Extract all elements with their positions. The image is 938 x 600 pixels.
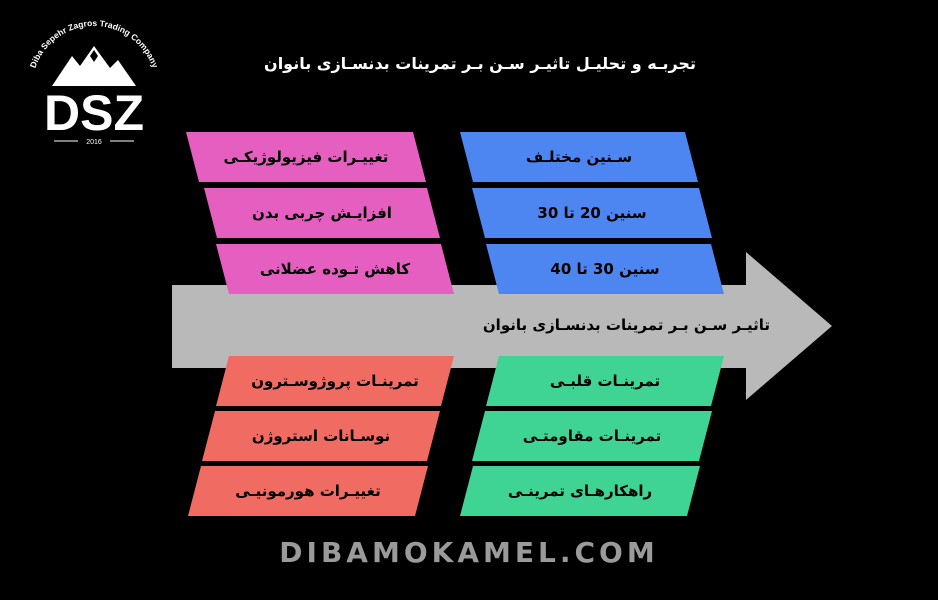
dsz-logo: Diba Sepehr Zagros Trading Company DSZ 2… bbox=[14, 18, 174, 148]
cause-box-resistance: تمرینـات مقاومتـی bbox=[472, 411, 712, 461]
cause-label: سنین 30 تا 40 bbox=[550, 260, 660, 278]
spine-label: تاثیـر سـن بـر تمرینات بدنسـازی بانوان bbox=[482, 316, 770, 334]
cause-box-cardio: تمرینـات قلبـی bbox=[486, 356, 724, 406]
cause-box-strategies: راهکارهـای تمرینـی bbox=[460, 466, 700, 516]
cause-label: کاهش تـوده عضلانی bbox=[259, 260, 411, 278]
cause-box-progesterone: تمرینـات پروژوسـترون bbox=[216, 356, 454, 406]
logo-year: 2016 bbox=[86, 139, 102, 146]
cause-box-age-30-40: سنین 30 تا 40 bbox=[486, 244, 724, 294]
cause-box-ages: سـنین مختلـف bbox=[460, 132, 698, 182]
cause-label: راهکارهـای تمرینـی bbox=[507, 482, 653, 500]
cause-label: تمرینـات پروژوسـترون bbox=[251, 372, 419, 390]
cause-label: نوسـانات استروژن bbox=[251, 427, 391, 445]
cause-label: تمرینـات مقاومتـی bbox=[522, 427, 662, 445]
mountain-icon bbox=[52, 46, 136, 86]
cause-label: تغییـرات هورمونیـی bbox=[235, 482, 381, 500]
cause-box-muscle: کاهش تـوده عضلانی bbox=[216, 244, 454, 294]
cause-box-fat: افزایـش چربی بدن bbox=[204, 188, 440, 238]
website-footer: DIBAMOKAMEL.COM bbox=[279, 536, 659, 569]
cause-label: تمرینـات قلبـی bbox=[549, 372, 661, 390]
cause-box-hormonal: تغییـرات هورمونیـی bbox=[188, 466, 428, 516]
cause-box-physiological: تغییـرات فیزیولوژیکـی bbox=[186, 132, 426, 182]
cause-label: سـنین مختلـف bbox=[525, 148, 633, 166]
cause-box-age-20-30: سنین 20 تا 30 bbox=[472, 188, 712, 238]
logo-letters: DSZ bbox=[44, 85, 144, 141]
cause-label: افزایـش چربی بدن bbox=[252, 204, 392, 222]
cause-box-estrogen: نوسـانات استروژن bbox=[202, 411, 440, 461]
diagram-title: تجربـه و تحلیـل تاثیـر سـن بـر تمرینات ب… bbox=[264, 54, 696, 73]
cause-label: سنین 20 تا 30 bbox=[537, 204, 647, 222]
cause-label: تغییـرات فیزیولوژیکـی bbox=[223, 148, 389, 166]
